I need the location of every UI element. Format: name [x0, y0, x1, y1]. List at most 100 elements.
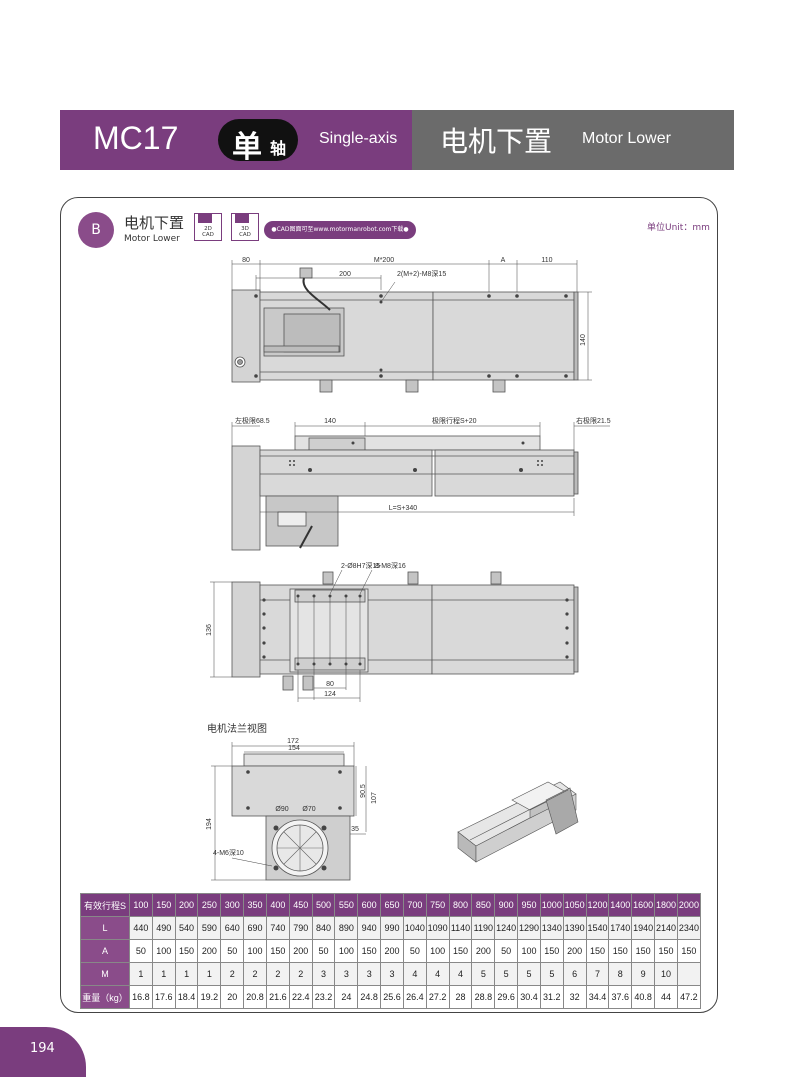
- top-view-drawing: [231, 267, 579, 393]
- spec-stroke-header: 150: [151, 893, 176, 917]
- spec-cell: 150: [585, 939, 610, 963]
- isometric-render-image: [457, 781, 579, 863]
- page-header: MC17 单 轴 Single-axis 电机下置 Motor Lower: [60, 110, 734, 170]
- spec-cell: 200: [471, 939, 496, 963]
- spec-cell: 1: [129, 962, 153, 986]
- spec-cell: 4: [402, 962, 427, 986]
- spec-cell: 1190: [471, 916, 496, 940]
- spec-cell: 44: [654, 985, 678, 1009]
- spec-cell: 18.4: [174, 985, 199, 1009]
- flange-view-title: 电机法兰视图: [207, 724, 267, 735]
- spec-cell: 100: [517, 939, 541, 963]
- section-badge: B: [78, 212, 114, 248]
- dim-a: A: [501, 257, 506, 264]
- spec-cell: 17.6: [151, 985, 176, 1009]
- spec-cell: 22.4: [288, 985, 313, 1009]
- spec-row-label: L: [80, 916, 130, 940]
- axis-cn-small: 轴: [270, 139, 287, 158]
- spec-row-label: M: [80, 962, 130, 986]
- axis-en: Single-axis: [319, 130, 398, 147]
- spec-stroke-header: 100: [129, 893, 153, 917]
- spec-stroke-header: 800: [448, 893, 473, 917]
- spec-cell: 990: [380, 916, 404, 940]
- spec-cell: 150: [608, 939, 633, 963]
- spec-cell: 150: [357, 939, 382, 963]
- spec-cell: 150: [265, 939, 290, 963]
- spec-cell: 1740: [608, 916, 633, 940]
- spec-cell: 29.6: [494, 985, 519, 1009]
- spec-cell: 1940: [631, 916, 656, 940]
- spec-cell: 3: [311, 962, 336, 986]
- spec-cell: 440: [129, 916, 153, 940]
- spec-cell: 19.2: [197, 985, 222, 1009]
- spec-cell: 2: [265, 962, 290, 986]
- spec-cell: 200: [288, 939, 313, 963]
- spec-cell: 16.8: [129, 985, 153, 1009]
- spec-cell: 5: [517, 962, 541, 986]
- dim-35: 35: [351, 826, 359, 833]
- spec-cell: 2: [220, 962, 245, 986]
- spec-stroke-header: 700: [402, 893, 427, 917]
- spec-cell: 100: [243, 939, 267, 963]
- axis-pill: 单 轴: [218, 119, 298, 165]
- axis-cn-big: 单: [232, 130, 262, 165]
- spec-cell: 6: [562, 962, 587, 986]
- spec-cell: 840: [311, 916, 336, 940]
- dim-80-bottom: 80: [326, 681, 334, 688]
- spec-cell: 940: [357, 916, 382, 940]
- spec-cell: 20.8: [243, 985, 267, 1009]
- dim-d70: Ø70: [302, 806, 315, 813]
- cad-2d-icon[interactable]: 2D CAD: [194, 213, 222, 241]
- spec-cell: 100: [425, 939, 450, 963]
- spec-cell: 540: [174, 916, 199, 940]
- cad-download-link[interactable]: ●CAD图面可至www.motormanrobot.com下载●: [264, 221, 416, 239]
- spec-stroke-header: 350: [243, 893, 267, 917]
- spec-stroke-header: 400: [265, 893, 290, 917]
- page-number: 194: [30, 1041, 55, 1056]
- spec-stroke-header: 750: [425, 893, 450, 917]
- spec-cell: 4: [448, 962, 473, 986]
- spec-cell: 100: [334, 939, 359, 963]
- spec-cell: 2140: [654, 916, 678, 940]
- spec-stroke-header: 200: [174, 893, 199, 917]
- spec-cell: 150: [631, 939, 656, 963]
- spec-stroke-header: 550: [334, 893, 359, 917]
- spec-cell: 40.8: [631, 985, 656, 1009]
- spec-cell: 1: [151, 962, 176, 986]
- spec-cell: 5: [539, 962, 564, 986]
- spec-cell: [676, 962, 702, 986]
- length-label: L=S+340: [389, 505, 418, 512]
- spec-cell: 37.6: [608, 985, 633, 1009]
- spec-cell: 150: [539, 939, 564, 963]
- dim-90-5: 90.5: [360, 784, 367, 798]
- spec-cell: 25.6: [380, 985, 404, 1009]
- spec-cell: 490: [151, 916, 176, 940]
- spec-cell: 50: [220, 939, 245, 963]
- spec-cell: 24.8: [357, 985, 382, 1009]
- cad-3d-icon[interactable]: 3D CAD: [231, 213, 259, 241]
- spec-cell: 2: [288, 962, 313, 986]
- spec-cell: 47.2: [676, 985, 702, 1009]
- spec-cell: 1340: [539, 916, 564, 940]
- spec-cell: 3: [357, 962, 382, 986]
- model-name: MC17: [93, 120, 179, 156]
- spec-cell: 21.6: [265, 985, 290, 1009]
- spec-cell: 30.4: [517, 985, 541, 1009]
- drawing-frame: [60, 197, 718, 1013]
- dim-194: 194: [206, 818, 213, 830]
- spec-cell: 2: [243, 962, 267, 986]
- spec-cell: 740: [265, 916, 290, 940]
- dim-m200: M*200: [374, 257, 394, 264]
- spec-cell: 150: [448, 939, 473, 963]
- section-title-cn: 电机下置: [124, 214, 185, 232]
- dim-154: 154: [288, 745, 300, 752]
- spec-cell: 28.8: [471, 985, 496, 1009]
- spec-stroke-header: 1200: [585, 893, 610, 917]
- flange-hole-note: 4-M6深10: [213, 848, 244, 857]
- spec-stroke-header: 300: [220, 893, 245, 917]
- spec-cell: 26.4: [402, 985, 427, 1009]
